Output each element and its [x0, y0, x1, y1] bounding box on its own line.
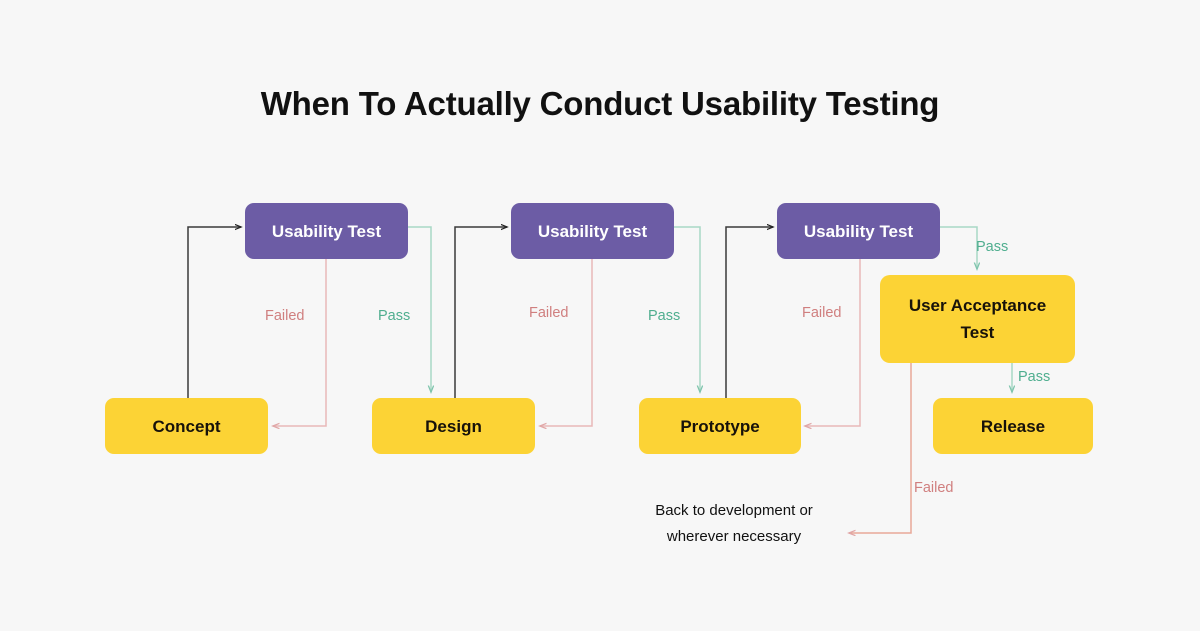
edge-test3-pass-to-uat [940, 226, 977, 269]
node-label: Usability Test [271, 221, 382, 241]
node-usability-test-1[interactable]: Usability Test [245, 203, 408, 259]
node-usability-test-2[interactable]: Usability Test [511, 203, 674, 259]
edge-test1-failed-to-concept [273, 259, 327, 426]
node-label: Usability Test [803, 221, 914, 241]
node-prototype[interactable]: Prototype [639, 398, 801, 454]
node-user-acceptance-test[interactable]: User Acceptance Test [880, 275, 1075, 363]
node-label: Usability Test [537, 221, 648, 241]
note-line-1: Back to development or [655, 502, 813, 519]
node-label: Release [980, 416, 1046, 436]
edge-label-pass-2: Pass [648, 308, 681, 324]
edge-uat-failed-to-note [849, 363, 912, 533]
node-concept[interactable]: Concept [105, 398, 268, 454]
edge-design-to-test2 [454, 227, 507, 398]
edge-label-pass-1: Pass [378, 308, 411, 324]
node-label-line1: User Acceptance [908, 296, 1047, 315]
edge-label-failed-1: Failed [265, 308, 305, 324]
edge-label-failed-3: Failed [802, 305, 842, 321]
edge-test1-pass-to-design [408, 226, 431, 392]
edge-label-failed-2: Failed [529, 305, 569, 321]
edge-test2-failed-to-design [540, 259, 593, 426]
note-line-2: wherever necessary [666, 528, 802, 545]
node-design[interactable]: Design [372, 398, 535, 454]
note-back-to-development: Back to development or wherever necessar… [620, 498, 848, 550]
edge-label-failed-4: Failed [914, 480, 954, 496]
node-usability-test-3[interactable]: Usability Test [777, 203, 940, 259]
edge-label-pass-3: Pass [976, 239, 1009, 255]
edge-prototype-to-test3 [725, 227, 773, 398]
edge-label-pass-4: Pass [1018, 369, 1051, 385]
node-label-line2: Test [960, 323, 995, 342]
edge-concept-to-test1 [187, 227, 241, 398]
node-label: Concept [152, 416, 221, 436]
node-label: Design [425, 416, 482, 436]
node-release[interactable]: Release [933, 398, 1093, 454]
node-label: Prototype [680, 416, 760, 436]
edge-test3-failed-to-prototype [805, 259, 861, 426]
page-title: When To Actually Conduct Usability Testi… [260, 85, 940, 122]
